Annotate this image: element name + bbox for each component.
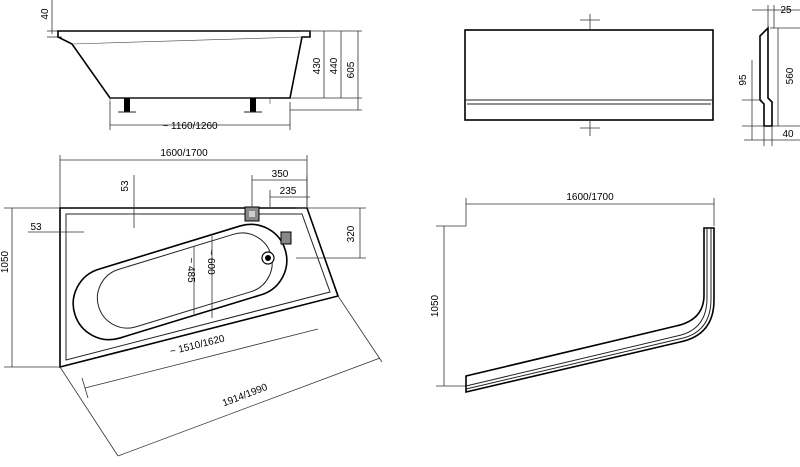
overflow-icon bbox=[280, 231, 292, 245]
dim-40-label: 40 bbox=[782, 129, 794, 140]
top-view: 1600/1700 53 53 1050 350 bbox=[0, 148, 383, 457]
dim-diagonal-label: 1914/1990 bbox=[221, 382, 269, 409]
dim-430-label: 430 bbox=[312, 57, 323, 74]
dim-320-label: 320 bbox=[346, 225, 357, 242]
dim-53-left-label: 53 bbox=[30, 222, 42, 233]
dim-plan-width-label: 1050 bbox=[430, 294, 441, 317]
dim-485-label: ~ 485 bbox=[185, 257, 196, 283]
dim-560-label: 560 bbox=[785, 67, 796, 84]
leg-left bbox=[124, 98, 130, 112]
panel-profile-outline bbox=[759, 26, 773, 127]
tub-legs bbox=[109, 97, 271, 113]
dim-53-top-label: 53 bbox=[120, 180, 131, 192]
dim-605-label: 605 bbox=[346, 61, 357, 78]
dim-width-label: 1050 bbox=[0, 250, 11, 273]
side-view: 40 ~ 1160/1260 430 440 605 bbox=[40, 0, 362, 132]
dim-side-width-label: ~ 1160/1260 bbox=[162, 121, 218, 132]
dim-25-label: 25 bbox=[780, 5, 792, 16]
panel-front-outline bbox=[464, 29, 714, 121]
panel-plan-outline bbox=[465, 227, 715, 394]
leg-right bbox=[250, 98, 256, 112]
tub-side-outline bbox=[57, 30, 311, 99]
dim-plan-length-label: 1600/1700 bbox=[566, 192, 614, 203]
drain-center bbox=[265, 255, 271, 261]
panel-front-view bbox=[464, 14, 714, 136]
dim-95-label: 95 bbox=[738, 74, 749, 86]
dim-600-label: ~ 600 bbox=[205, 249, 216, 275]
dim-440-label: 440 bbox=[329, 57, 340, 74]
dim-length-label: 1600/1700 bbox=[160, 148, 208, 159]
dim-350-label: 350 bbox=[272, 169, 289, 180]
tub-basin bbox=[72, 223, 288, 341]
dim-rim-label: 40 bbox=[40, 8, 51, 20]
panel-profile-view: 25 560 95 40 bbox=[738, 5, 800, 146]
panel-plan-view: 1600/1700 1050 bbox=[430, 192, 715, 394]
dim-235-label: 235 bbox=[280, 186, 297, 197]
faucet-inner bbox=[249, 211, 255, 217]
